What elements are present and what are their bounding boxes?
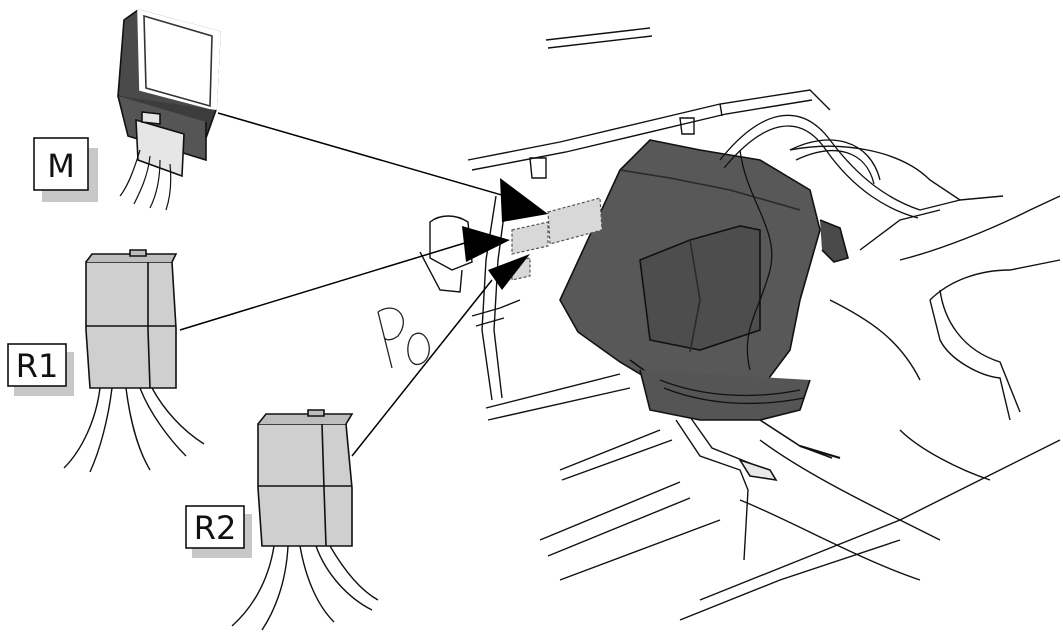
module-arrow-icon [500, 178, 548, 222]
label-R2-text: R2 [194, 509, 237, 547]
relay-2-leader-line [352, 280, 492, 456]
relay-1-leader-line [180, 242, 468, 330]
label-M: M [34, 138, 98, 202]
handwriting-marking [378, 308, 429, 368]
relay-1-slot [512, 222, 548, 254]
label-R2: R2 [186, 506, 252, 558]
leader-lines [180, 113, 512, 456]
relay-icon [64, 250, 204, 472]
label-M-text: M [47, 147, 75, 185]
module-leader-line [218, 113, 512, 198]
label-R1: R1 [8, 344, 74, 396]
fuse-box-icon [560, 140, 848, 480]
relay-icon [232, 410, 378, 630]
label-R1-text: R1 [16, 347, 59, 385]
module-icon [118, 10, 220, 210]
